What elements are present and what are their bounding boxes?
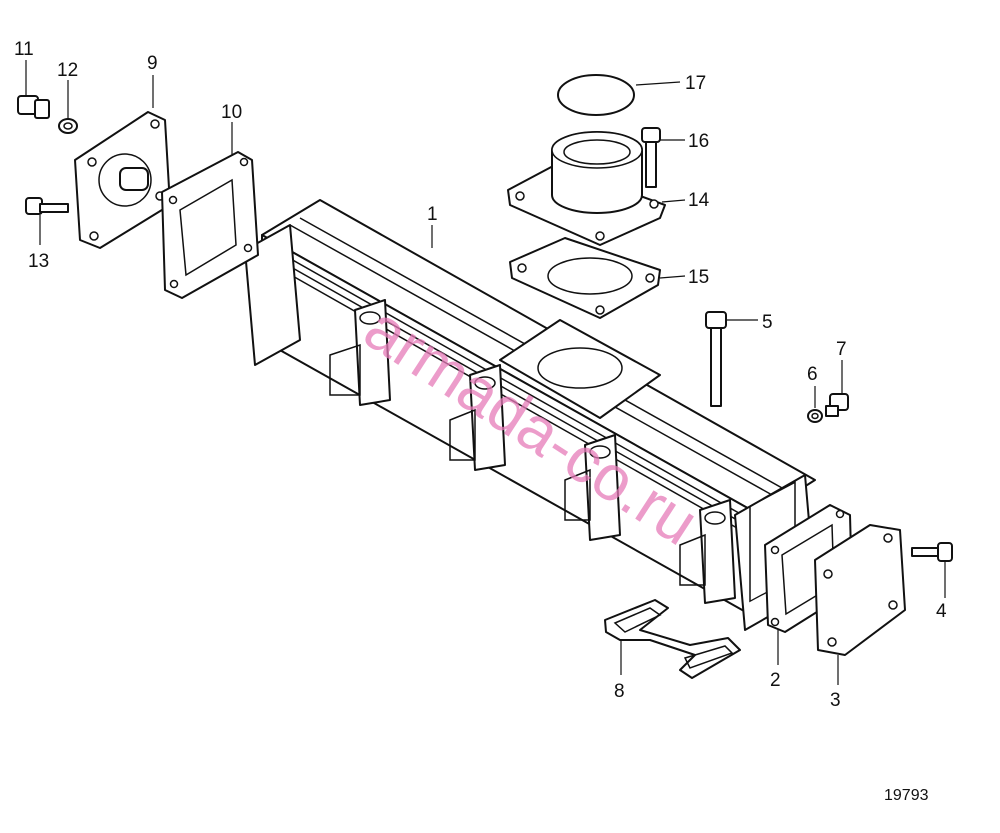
callout-2: 2 (770, 670, 781, 691)
callout-7: 7 (836, 339, 847, 360)
outlet-flange (507, 131, 666, 246)
callout-15: 15 (688, 267, 709, 288)
washer (58, 118, 78, 134)
screw-right (911, 542, 953, 562)
washer-small (807, 409, 823, 423)
long-bolt (705, 311, 727, 407)
o-ring (557, 74, 635, 116)
flange-gasket (509, 237, 661, 319)
end-cover-plate-left (74, 111, 171, 249)
plug (17, 95, 50, 119)
callout-16: 16 (688, 131, 709, 152)
callout-8: 8 (614, 681, 625, 702)
screw-small (25, 197, 69, 215)
double-port-gasket (604, 599, 741, 679)
end-cover-right (814, 524, 906, 656)
callout-9: 9 (147, 53, 158, 74)
leader-lines (25, 60, 946, 685)
callout-4: 4 (936, 601, 947, 622)
callout-11: 11 (14, 39, 34, 60)
callout-14: 14 (688, 190, 710, 211)
callout-3: 3 (830, 690, 841, 711)
callout-6: 6 (807, 364, 818, 385)
callout-1: 1 (427, 204, 438, 225)
callout-10: 10 (221, 102, 242, 123)
callout-13: 13 (28, 251, 49, 272)
callout-17: 17 (685, 73, 706, 94)
plug-small (825, 393, 849, 417)
figure-number: 19793 (884, 787, 929, 804)
callout-12: 12 (57, 60, 78, 81)
callout-5: 5 (762, 312, 773, 333)
gasket-left (161, 151, 259, 299)
exhaust-manifold-body (244, 199, 816, 631)
bolt-short (641, 127, 661, 188)
